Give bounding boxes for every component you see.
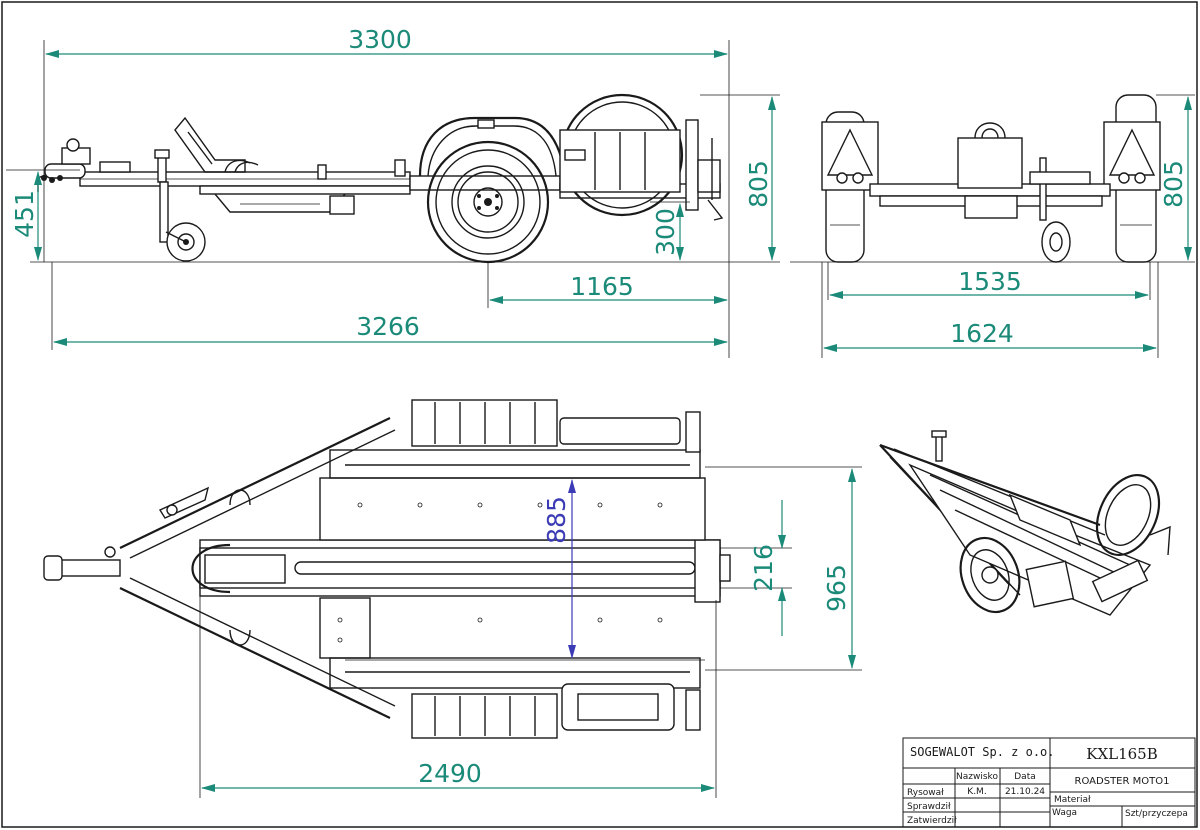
dim-451: 451	[10, 190, 39, 238]
company-name: SOGEWALOT Sp. z o.o.	[910, 745, 1055, 759]
top-view	[43, 399, 731, 739]
isometric-view	[879, 430, 1171, 616]
weight-label: Waga	[1052, 808, 1077, 818]
dim-1165: 1165	[570, 272, 634, 301]
col-date: Data	[1014, 772, 1036, 782]
drawing-number: KXL165B	[1086, 745, 1158, 763]
dim-805-side: 805	[744, 160, 773, 208]
product-name: ROADSTER MOTO1	[1075, 776, 1170, 787]
dim-3266: 3266	[356, 312, 420, 341]
dim-1624: 1624	[950, 319, 1014, 348]
drawn-date: 21.10.24	[1005, 787, 1045, 797]
rear-view	[790, 94, 1195, 263]
dim-216: 216	[749, 544, 778, 592]
dim-2490: 2490	[418, 759, 482, 788]
drawn-by: K.M.	[967, 787, 986, 797]
dim-805-rear: 805	[1159, 160, 1188, 208]
dim-965: 965	[822, 564, 851, 612]
col-name: Nazwisko	[956, 772, 998, 782]
row-approved: Zatwierdził	[907, 816, 957, 826]
dim-885: 885	[542, 496, 571, 544]
material-label: Materiał	[1054, 795, 1091, 805]
row-checked: Sprawdził	[907, 802, 951, 812]
type-label: Szt/przyczepa	[1125, 809, 1188, 819]
dim-1535: 1535	[958, 267, 1022, 296]
dimensions: 3300 3266 1165 805 451 300 1535 1624 805…	[6, 25, 1195, 798]
side-view	[30, 93, 780, 264]
dim-3300: 3300	[348, 25, 412, 54]
dim-300: 300	[651, 208, 680, 256]
row-drawn: Rysował	[907, 788, 944, 798]
title-block: SOGEWALOT Sp. z o.o. KXL165B Nazwisko Da…	[902, 737, 1196, 828]
